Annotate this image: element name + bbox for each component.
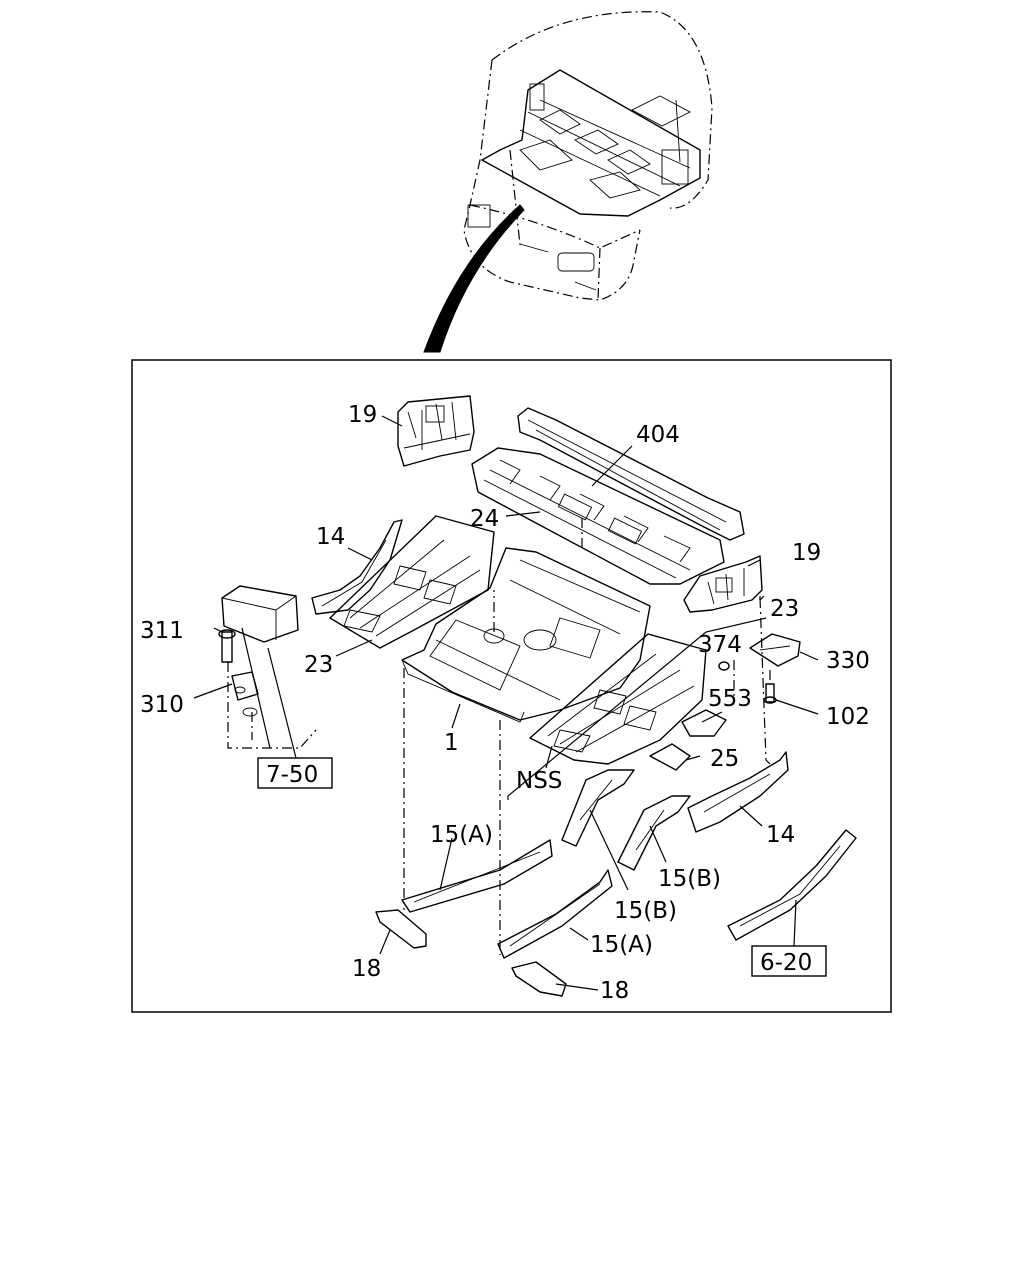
ref-label-7-50: 7-50 [266,762,318,788]
part-6-20 [727,829,857,941]
callout-14-right: 14 [766,822,795,848]
callout-15a-left: 15(A) [430,822,493,848]
callout-25: 25 [710,746,739,772]
callout-15b-mid: 15(B) [614,898,677,924]
leader-lines [193,415,819,991]
callout-14-left: 14 [316,524,345,550]
callout-1: 1 [444,730,459,756]
part-1 [401,547,651,723]
part-14-right [687,751,789,833]
callout-553: 553 [708,686,752,712]
part-15a-left [401,839,553,913]
part-14-left [311,519,403,615]
part-19-upper [397,395,475,467]
part-19-right [683,555,763,613]
cab-overview [463,11,713,301]
ref-box-7-50 [257,757,333,789]
callout-330: 330 [826,648,870,674]
callout-19-right: 19 [792,540,821,566]
callout-15a-mid: 15(A) [590,932,653,958]
callout-18-right: 18 [600,978,629,1004]
callout-404: 404 [636,422,680,448]
callout-310: 310 [140,692,184,718]
part-15a-mid [497,869,613,959]
callout-102: 102 [826,704,870,730]
part-nss-floor [529,633,707,765]
callout-nss: NSS [516,768,562,794]
part-15b [561,769,691,871]
callout-23-left: 23 [304,652,333,678]
ref-label-6-20: 6-20 [760,950,812,976]
callout-24: 24 [470,506,499,532]
part-404 [517,407,745,541]
detail-frame [131,359,892,1013]
callout-19-upper: 19 [348,402,377,428]
ref-box-6-20 [751,945,827,977]
part-18 [375,909,567,997]
part-box-left [221,585,299,643]
part-23-left [329,515,495,649]
part-24 [471,447,725,585]
pointer-arrow [423,204,525,353]
callout-15b-right: 15(B) [658,866,721,892]
part-553-25 [649,709,727,771]
callout-374: 374 [698,632,742,658]
alignment-lines [227,518,771,955]
callout-311: 311 [140,618,184,644]
callout-23-right: 23 [770,596,799,622]
callout-18-left: 18 [352,956,381,982]
part-330-374-102 [718,633,801,704]
